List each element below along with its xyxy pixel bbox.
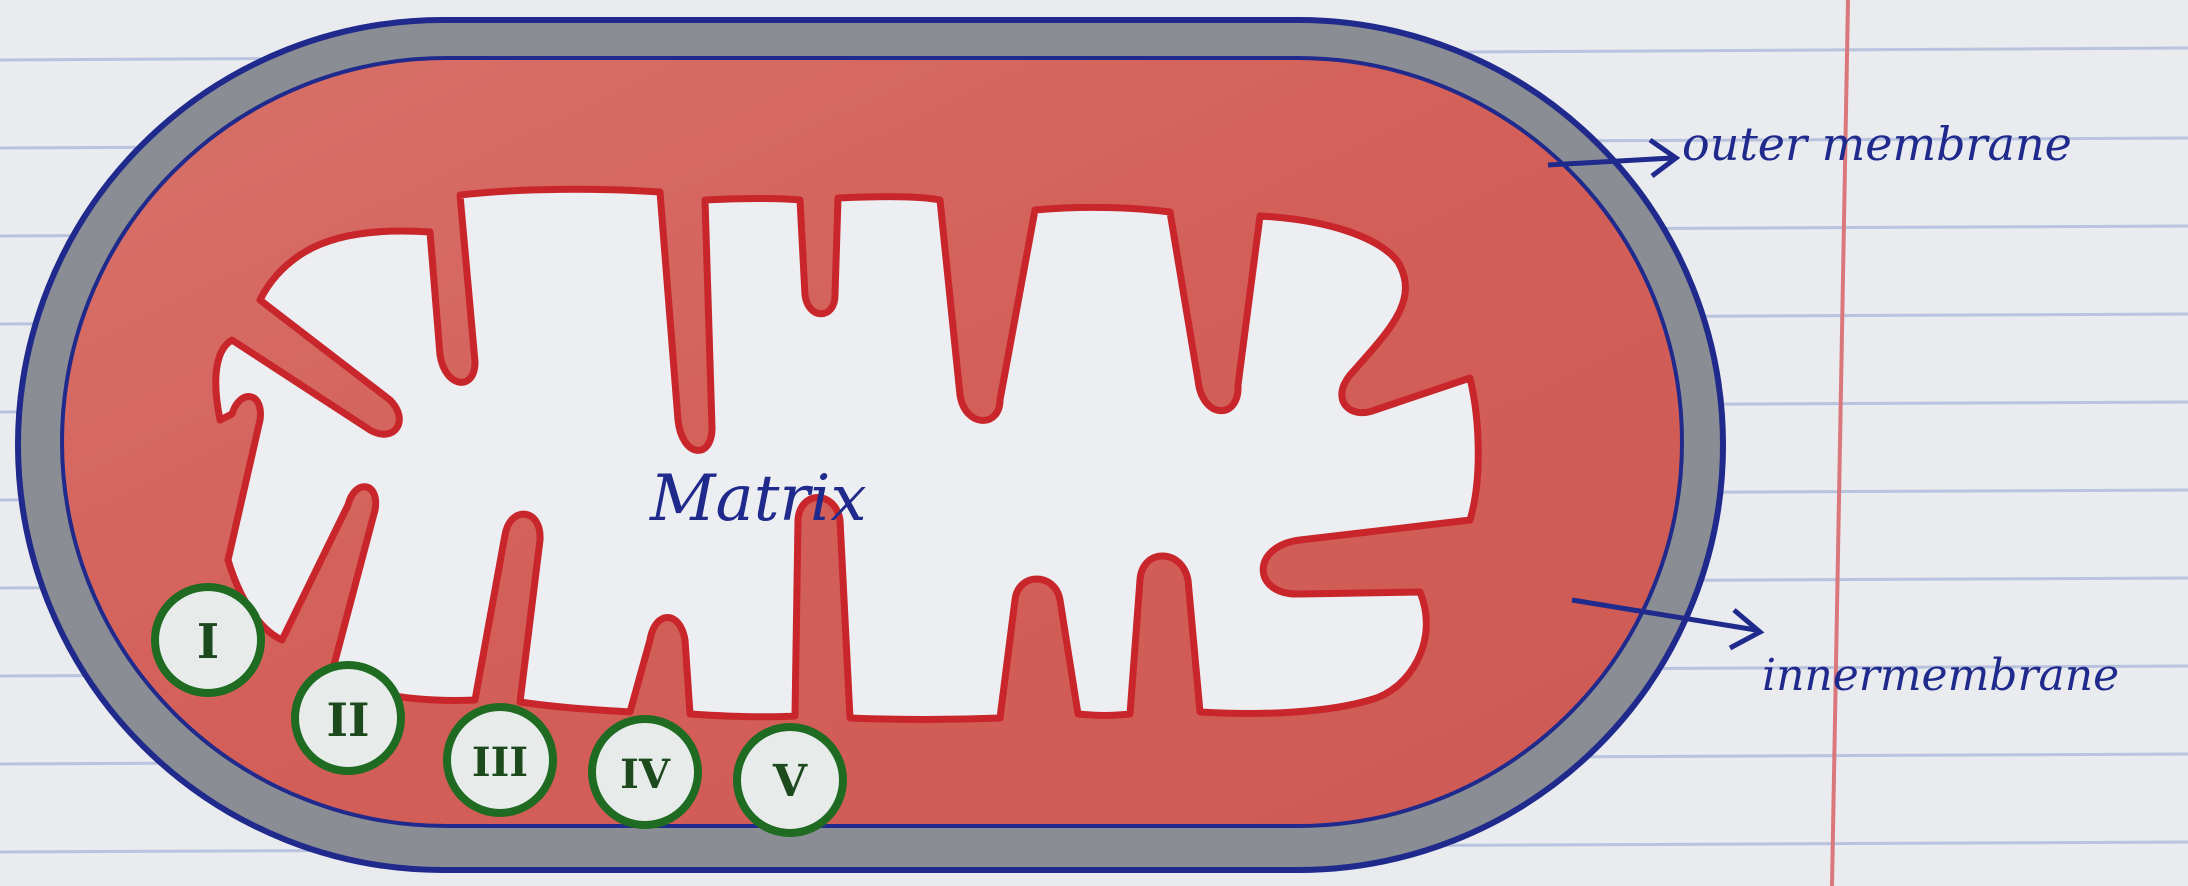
inner-membrane-cristae (216, 189, 1478, 719)
outer-membrane-label: outer membrane (1682, 117, 2072, 171)
inner-membrane-label: innermembrane (1762, 650, 2119, 701)
complex-4: IV (592, 719, 698, 825)
complex-1-label: I (197, 614, 219, 670)
complex-2: II (295, 665, 401, 771)
complex-1: I (155, 587, 261, 693)
complex-5: V (737, 727, 843, 833)
complex-3: III (447, 707, 553, 813)
matrix-label: Matrix (649, 462, 867, 536)
complex-3-label: III (472, 739, 528, 786)
complex-2-label: II (326, 693, 369, 747)
complex-5-label: V (772, 756, 808, 807)
complex-4-label: IV (620, 751, 671, 798)
